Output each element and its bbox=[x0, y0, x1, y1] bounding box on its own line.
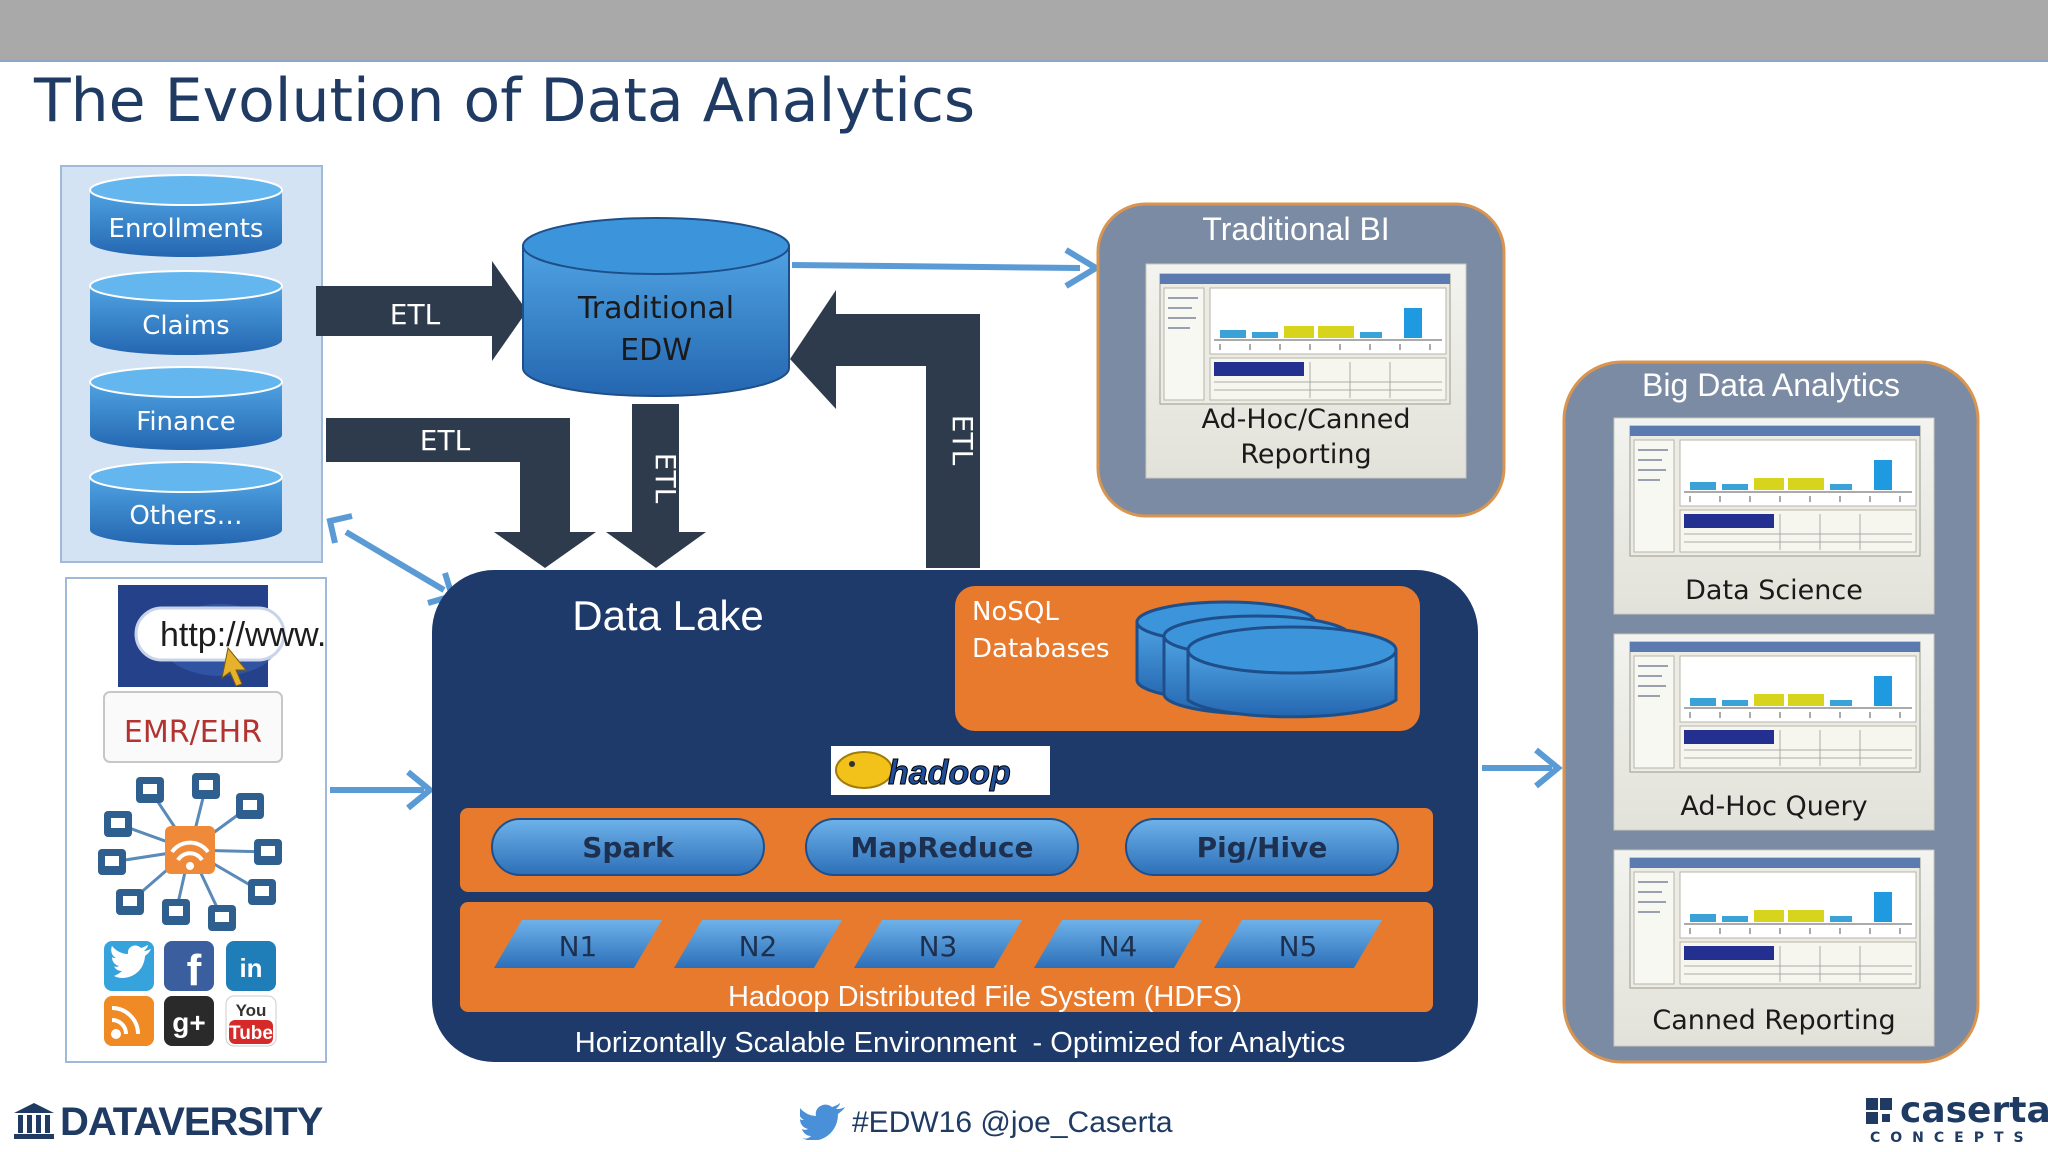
youtube-bottom-glyph: Tube bbox=[229, 1023, 273, 1044]
nosql-label-line1: NoSQL bbox=[972, 597, 1059, 627]
traditional-bi-caption-line2: Reporting bbox=[1240, 439, 1371, 470]
hdfs-label: Hadoop Distributed File System (HDFS) bbox=[728, 981, 1242, 1013]
hdfs-node: N4 bbox=[1034, 920, 1202, 968]
gplus-glyph: g+ bbox=[172, 1007, 205, 1038]
google-plus-icon: g+ bbox=[164, 996, 214, 1046]
engine-pill-mapreduce: MapReduce bbox=[805, 818, 1079, 876]
engine-label: MapReduce bbox=[851, 831, 1034, 864]
database-label: Others… bbox=[129, 501, 242, 531]
event-hashtag: #EDW16 @joe_Caserta bbox=[800, 1102, 1173, 1140]
analytics-screenshot bbox=[1629, 425, 1921, 557]
traditional-edw-cylinder: Traditional EDW bbox=[522, 217, 790, 397]
building-icon bbox=[14, 1103, 54, 1139]
arrow-unstructured-to-lake bbox=[330, 769, 435, 811]
engine-label: Spark bbox=[582, 831, 675, 864]
node-label: N5 bbox=[1279, 930, 1318, 963]
database-label: Claims bbox=[142, 311, 229, 341]
analytics-panel-label: Ad-Hoc Query bbox=[1680, 791, 1867, 822]
dataversity-logo: DATAVERSITY bbox=[12, 1100, 323, 1145]
dataversity-wordmark: DATAVERSITY bbox=[60, 1100, 323, 1144]
linkedin-glyph: in bbox=[239, 953, 262, 983]
node-label: N4 bbox=[1099, 930, 1138, 963]
etl-label: ETL bbox=[946, 415, 979, 466]
hashtag-text: #EDW16 @joe_Caserta bbox=[852, 1106, 1173, 1139]
facebook-icon: f bbox=[164, 941, 214, 995]
hadoop-wordmark: hadoop bbox=[888, 754, 1011, 792]
analytics-panel-label: Data Science bbox=[1685, 575, 1863, 606]
emr-ehr-label: EMR/EHR bbox=[124, 715, 262, 750]
etl-arrow-lake-to-edw: ETL bbox=[790, 290, 980, 568]
linkedin-icon: in bbox=[226, 941, 276, 991]
big-data-analytics-panel: Big Data Analytics Data Science Ad-Hoc Q… bbox=[1562, 360, 1980, 1064]
big-data-title: Big Data Analytics bbox=[1642, 367, 1900, 403]
hdfs-node: N5 bbox=[1214, 920, 1382, 968]
analytics-panel-canned-reporting: Canned Reporting bbox=[1613, 849, 1935, 1047]
youtube-icon: You Tube bbox=[225, 995, 277, 1047]
cursor-icon bbox=[221, 646, 248, 687]
caserta-concepts-logo: caserta CONCEPTS bbox=[1866, 1092, 2048, 1146]
etl-label: ETL bbox=[420, 424, 471, 457]
http-label: http://www. bbox=[160, 616, 326, 654]
bi-report-screenshot bbox=[1159, 273, 1451, 405]
analytics-screenshot bbox=[1629, 857, 1921, 989]
etl-arrow-to-data-lake: ETL bbox=[326, 418, 596, 568]
database-cylinder: Enrollments bbox=[89, 174, 283, 257]
edw-label-line1: Traditional bbox=[577, 291, 734, 326]
analytics-panel-label: Canned Reporting bbox=[1652, 1005, 1895, 1036]
engine-label: Pig/Hive bbox=[1197, 831, 1328, 864]
emr-ehr-image: EMR/EHR bbox=[103, 691, 283, 763]
caserta-mark-icon bbox=[1866, 1098, 1892, 1124]
analytics-panel-ad-hoc-query: Ad-Hoc Query bbox=[1613, 633, 1935, 831]
node-label: N1 bbox=[559, 930, 598, 963]
traditional-bi-caption-line1: Ad-Hoc/Canned bbox=[1201, 404, 1410, 435]
slide-title: The Evolution of Data Analytics bbox=[34, 66, 976, 136]
rss-icon bbox=[104, 996, 154, 1046]
engine-pill-spark: Spark bbox=[491, 818, 765, 876]
traditional-bi-title: Traditional BI bbox=[1202, 211, 1389, 247]
database-label: Enrollments bbox=[109, 214, 264, 244]
etl-arrow-edw-to-lake: ETL bbox=[606, 404, 706, 568]
hdfs-band: N1 N2 N3 N4 N5 Hadoop Distr bbox=[460, 902, 1433, 1013]
nosql-label-line2: Databases bbox=[972, 634, 1110, 664]
database-cylinder: Others… bbox=[89, 461, 283, 545]
analytics-panel-data-science: Data Science bbox=[1613, 417, 1935, 615]
arrow-sources-data-lake bbox=[326, 513, 456, 606]
iot-network-icon bbox=[98, 773, 282, 931]
facebook-glyph: f bbox=[187, 946, 202, 995]
youtube-top-glyph: You bbox=[236, 1001, 267, 1020]
concepts-wordmark: CONCEPTS bbox=[1870, 1130, 2034, 1146]
web-http-image: http://www. bbox=[118, 585, 326, 687]
hadoop-logo: hadoop bbox=[831, 746, 1050, 795]
data-lake-title: Data Lake bbox=[572, 592, 763, 639]
nosql-cylinder bbox=[1186, 625, 1398, 719]
processing-engines-band: Spark MapReduce Pig/Hive bbox=[460, 808, 1433, 892]
node-label: N2 bbox=[739, 930, 778, 963]
arrow-lake-to-big-data bbox=[1482, 747, 1563, 789]
data-lake-footer: Horizontally Scalable Environment - Opti… bbox=[575, 1027, 1345, 1059]
engine-pill-pig-hive: Pig/Hive bbox=[1125, 818, 1399, 876]
database-cylinder: Claims bbox=[89, 270, 283, 355]
etl-label: ETL bbox=[390, 298, 441, 331]
nosql-databases-box: NoSQL Databases bbox=[955, 586, 1420, 731]
hdfs-node: N2 bbox=[674, 920, 842, 968]
twitter-icon bbox=[104, 941, 154, 991]
analytics-screenshot bbox=[1629, 641, 1921, 773]
top-bar bbox=[0, 0, 2048, 62]
arrow-edw-to-traditional-bi bbox=[791, 247, 1102, 289]
data-lake-container: Data Lake NoSQL Databases bbox=[432, 570, 1478, 1062]
hdfs-node: N3 bbox=[854, 920, 1022, 968]
node-label: N3 bbox=[919, 930, 958, 963]
etl-label: ETL bbox=[649, 453, 682, 504]
caserta-wordmark: caserta bbox=[1900, 1090, 2048, 1131]
edw-label-line2: EDW bbox=[620, 333, 692, 368]
etl-arrow-to-edw: ETL bbox=[316, 261, 527, 361]
traditional-bi-panel: Traditional BI Ad-Hoc/Canned Reporting bbox=[1096, 202, 1506, 518]
database-label: Finance bbox=[136, 407, 235, 437]
database-cylinder: Finance bbox=[89, 366, 283, 450]
hdfs-node: N1 bbox=[494, 920, 662, 968]
twitter-bird-icon bbox=[800, 1103, 845, 1140]
